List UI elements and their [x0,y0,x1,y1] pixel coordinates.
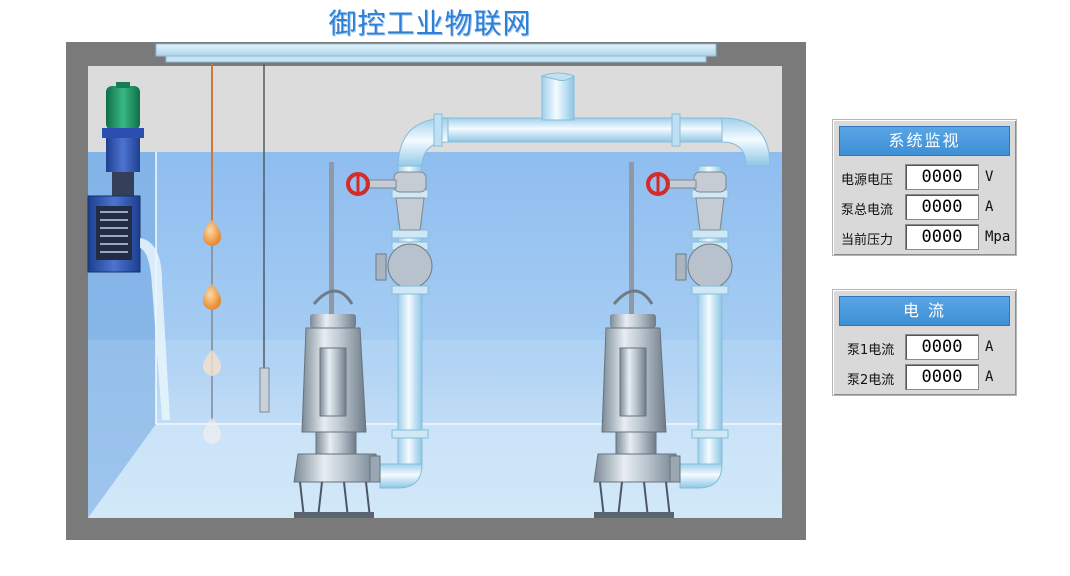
row-label: 泵2电流 [847,373,895,388]
panel-header: 电 流 [839,296,1010,326]
submersible-pump-1 [293,162,381,519]
row-supply-voltage: 电源电压 0000 V [833,164,1016,190]
submersible-pump-2 [593,162,681,519]
top-beam [155,43,717,57]
outlet-piping [379,72,771,489]
level-sensor-probe [259,367,270,413]
row-unit: A [985,339,994,355]
row-total-current: 泵总电流 0000 A [833,194,1016,220]
page-title: 御控工业物联网 [328,7,532,40]
pump1-current-value: 0000 [905,334,979,360]
row-label: 泵1电流 [847,343,895,358]
row-label: 当前压力 [841,233,894,248]
row-label: 电源电压 [841,173,894,188]
current-panel: 电 流 泵1电流 0000 A 泵2电流 0000 A [832,289,1017,396]
row-pressure: 当前压力 0000 Mpa [833,224,1016,250]
row-unit: Mpa [985,229,1011,245]
check-valve-right [675,241,733,295]
pressure-value: 0000 [905,224,979,250]
float-icon [203,350,221,376]
total-current-value: 0000 [905,194,979,220]
row-unit: V [985,169,994,185]
gate-valve-right [646,171,729,239]
row-pump2-current: 泵2电流 0000 A [833,364,1016,390]
grinder-device [87,82,170,420]
row-unit: A [985,199,994,215]
row-unit: A [985,369,994,385]
float-icon [203,220,221,246]
row-pump1-current: 泵1电流 0000 A [833,334,1016,360]
pump-station-scene [66,42,806,540]
panel-header: 系统监视 [839,126,1010,156]
level-float-switches [203,64,270,444]
float-icon [203,284,221,310]
system-monitor-panel: 系统监视 电源电压 0000 V 泵总电流 0000 A 当前压力 0000 M… [832,119,1017,256]
gate-valve-left [346,171,429,239]
float-icon [203,418,221,444]
voltage-value: 0000 [905,164,979,190]
check-valve-left [375,241,433,295]
pump2-current-value: 0000 [905,364,979,390]
motor-icon [106,86,140,130]
row-label: 泵总电流 [841,203,894,218]
